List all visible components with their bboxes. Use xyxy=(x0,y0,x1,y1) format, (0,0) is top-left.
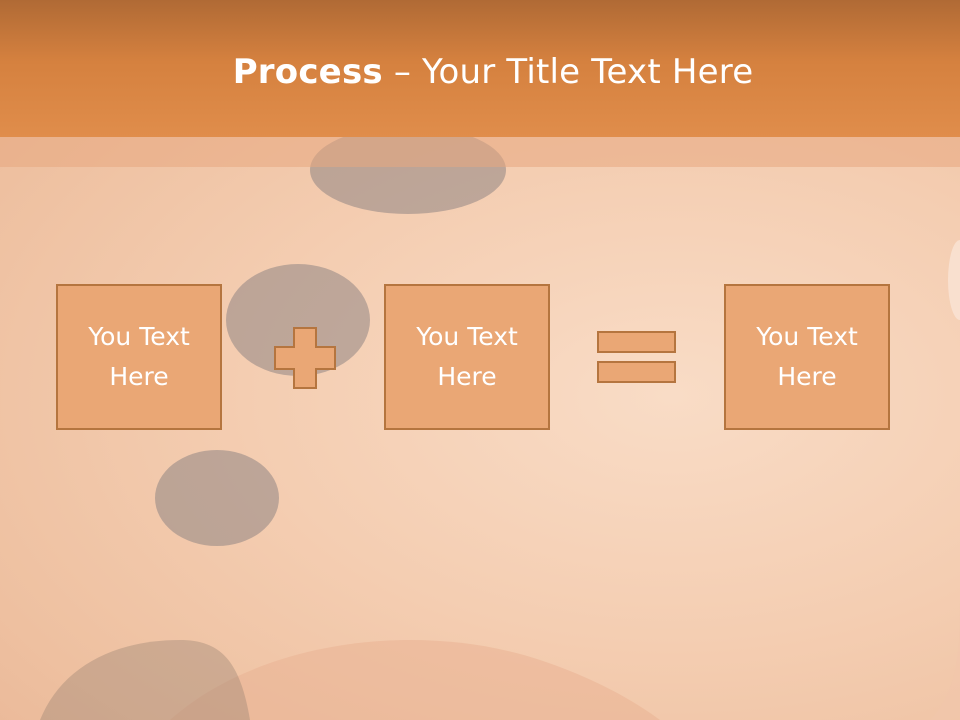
plus-icon xyxy=(274,327,336,389)
equals-icon xyxy=(597,331,676,383)
process-box-1[interactable]: You Text Here xyxy=(56,284,222,430)
process-box-2-label: You Text Here xyxy=(416,322,518,391)
title-rest-part: – Your Title Text Here xyxy=(382,52,754,92)
process-box-1-label: You Text Here xyxy=(88,322,190,391)
slide-title: Process – Your Title Text Here xyxy=(0,52,960,92)
header-band xyxy=(0,0,960,137)
header-strip xyxy=(0,137,960,167)
process-box-2[interactable]: You Text Here xyxy=(384,284,550,430)
process-box-3[interactable]: You Text Here xyxy=(724,284,890,430)
title-bold-part: Process xyxy=(232,52,383,92)
process-box-3-label: You Text Here xyxy=(756,322,858,391)
